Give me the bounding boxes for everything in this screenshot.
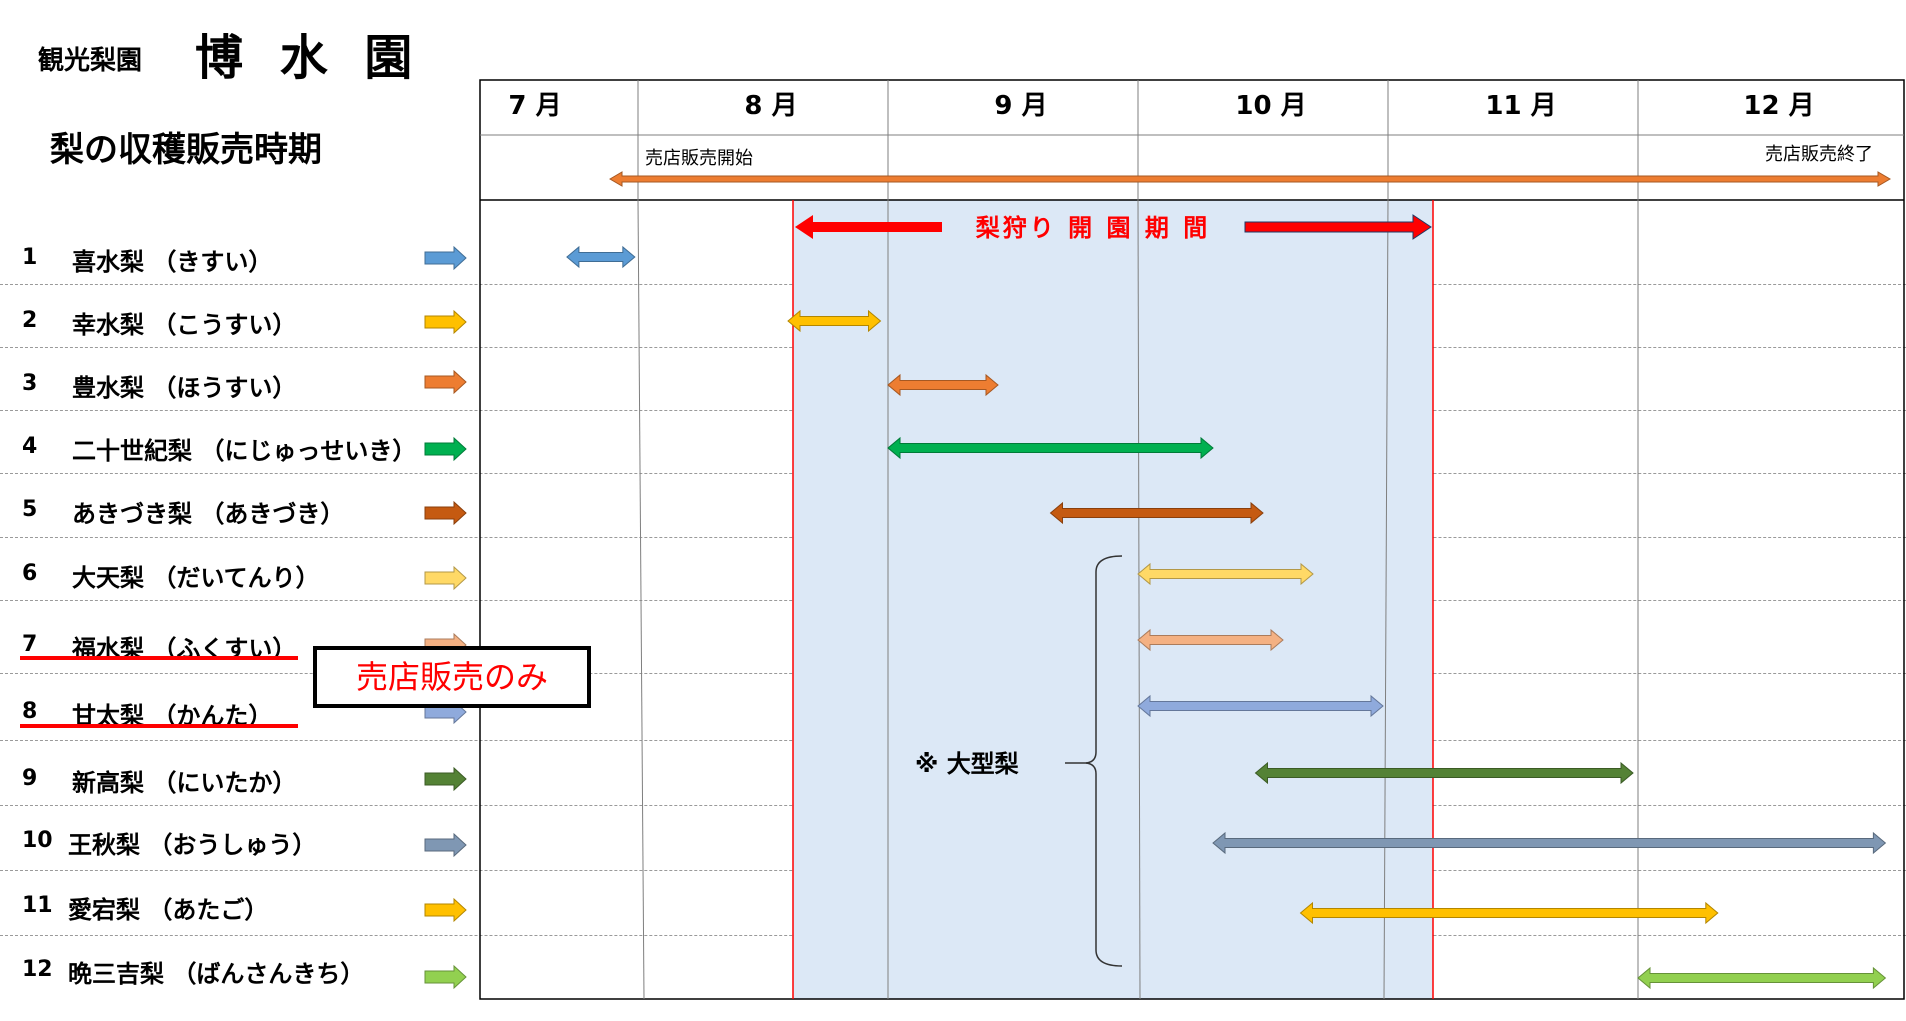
store-sales-arrow <box>609 171 1891 187</box>
row-number: 7 <box>22 632 38 657</box>
row-number: 8 <box>22 699 38 724</box>
row-label: あきづき梨 （あきづき） <box>72 500 345 528</box>
hunting-period-label: 梨狩り 開 園 期 間 <box>976 214 1210 242</box>
legend-arrow <box>424 565 467 591</box>
row-label: 幸水梨 （こうすい） <box>72 311 297 339</box>
variety-arrow <box>1137 562 1314 586</box>
legend-arrow <box>424 832 467 858</box>
store-only-underline <box>20 656 298 660</box>
large-pear-annotation: ※ 大型梨 <box>915 750 1019 778</box>
row-label: 豊水梨 （ほうすい） <box>72 374 297 402</box>
month-label: 7 月 <box>508 91 561 121</box>
store-only-underline <box>20 724 298 728</box>
variety-arrow <box>1137 694 1384 718</box>
row-number: 2 <box>22 308 38 333</box>
row-number: 6 <box>22 561 38 586</box>
store-sales-start-label: 売店販売開始 <box>645 148 753 169</box>
row-number: 9 <box>22 766 38 791</box>
legend-arrow <box>424 500 467 526</box>
page-title: 梨の収穫販売時期 <box>50 130 322 170</box>
variety-arrow <box>887 373 999 397</box>
hunting-period-area <box>793 200 1433 999</box>
row-number: 12 <box>22 957 53 982</box>
row-number: 1 <box>22 245 38 270</box>
legend-arrow <box>424 309 467 335</box>
variety-arrow <box>1137 628 1284 652</box>
row-label: 大天梨 （だいてんり） <box>72 564 320 592</box>
legend-arrow <box>424 436 467 462</box>
row-label: 二十世紀梨 （にじゅっせいき） <box>72 437 417 465</box>
month-label: 9 月 <box>994 91 1047 121</box>
legend-arrow <box>424 897 467 923</box>
store-sales-end-label: 売店販売終了 <box>1765 144 1873 165</box>
legend-arrow <box>424 766 467 792</box>
variety-arrow <box>887 436 1214 460</box>
row-label: 愛宕梨 （あたご） <box>68 896 269 924</box>
hunting-arrow-left <box>795 215 942 239</box>
month-label: 10 月 <box>1235 91 1306 121</box>
row-label: 新高梨 （にいたか） <box>72 769 297 797</box>
variety-arrow <box>1299 901 1719 925</box>
legend-arrow <box>424 245 467 271</box>
org-name: 博 水 園 <box>195 30 423 86</box>
store-only-callout: 売店販売のみ <box>313 646 591 708</box>
month-label: 11 月 <box>1485 91 1556 121</box>
variety-arrow <box>1212 831 1887 855</box>
variety-arrow <box>566 245 636 269</box>
legend-arrow <box>424 964 467 990</box>
row-label: 晩三吉梨 （ばんさんきち） <box>68 960 365 988</box>
variety-arrow <box>1254 761 1634 785</box>
month-label: 12 月 <box>1743 91 1814 121</box>
row-number: 5 <box>22 497 38 522</box>
month-divider <box>1383 199 1389 1000</box>
org-label: 観光梨園 <box>38 46 143 76</box>
row-number: 10 <box>22 828 53 853</box>
legend-arrow <box>424 369 467 395</box>
chart-frame <box>479 79 1905 1000</box>
month-divider <box>1137 199 1141 1000</box>
hunting-arrow-right <box>1244 214 1432 240</box>
variety-arrow <box>787 309 882 333</box>
row-label: 喜水梨 （きすい） <box>72 248 273 276</box>
variety-arrow <box>1637 966 1887 990</box>
row-number: 11 <box>22 893 53 918</box>
variety-arrow <box>1049 501 1264 525</box>
month-divider <box>637 199 645 1000</box>
row-number: 3 <box>22 371 38 396</box>
month-label: 8 月 <box>744 91 797 121</box>
row-label: 王秋梨 （おうしゅう） <box>68 831 317 859</box>
row-number: 4 <box>22 434 38 459</box>
